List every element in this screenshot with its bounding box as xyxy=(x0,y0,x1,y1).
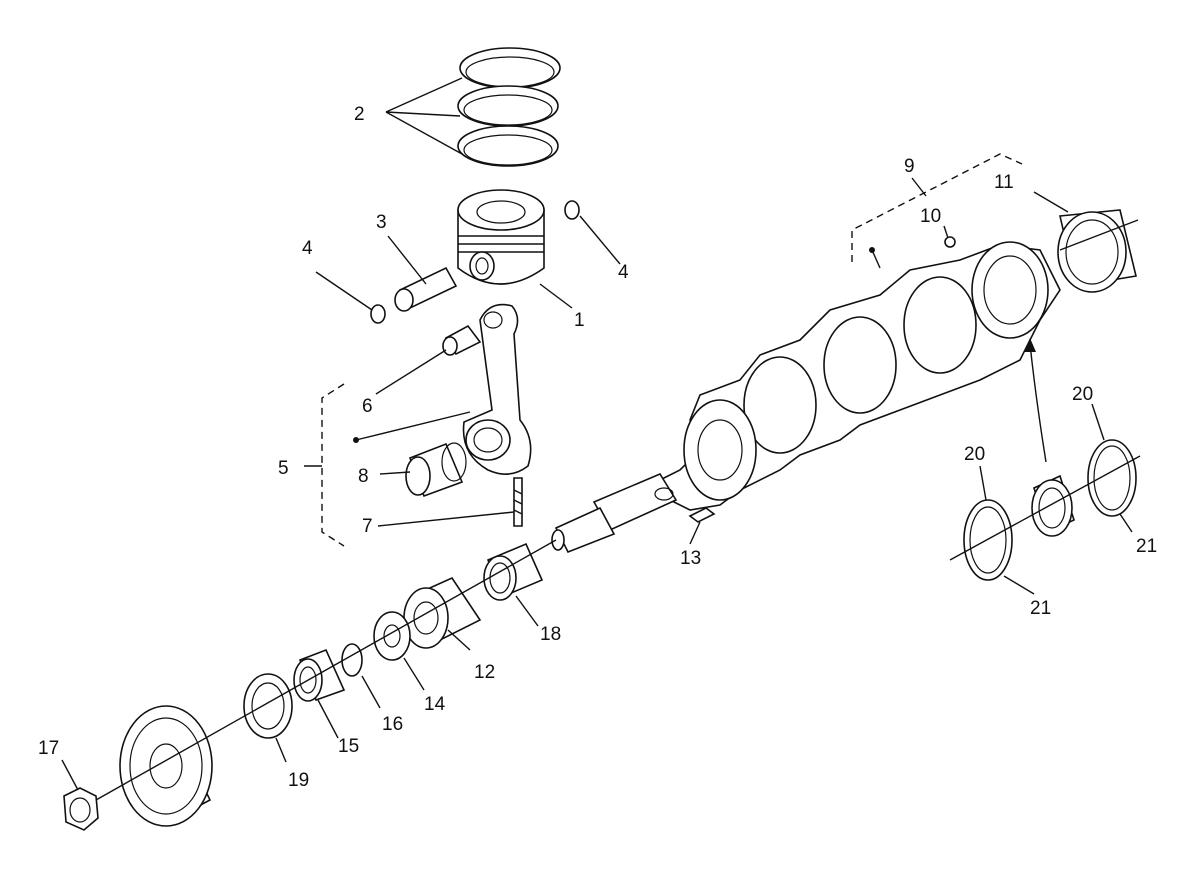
callout-16: 16 xyxy=(382,714,403,735)
callout-4-right: 4 xyxy=(618,262,629,283)
connecting-rod-bracket xyxy=(321,383,345,547)
front-oil-seal xyxy=(243,673,293,739)
installation-arrow xyxy=(1029,343,1047,463)
connecting-rod-bolt xyxy=(513,477,523,527)
callout-20-right: 20 xyxy=(1072,384,1093,405)
callout-3: 3 xyxy=(376,212,387,233)
spacer xyxy=(293,648,346,702)
callout-12: 12 xyxy=(474,662,495,683)
crankshaft-gear xyxy=(403,576,482,649)
callout-15: 15 xyxy=(338,736,359,757)
main-bearing-thrust xyxy=(1031,474,1075,537)
callout-20-left: 20 xyxy=(964,444,985,465)
rear-oil-seal xyxy=(1057,209,1137,293)
piston-rings xyxy=(457,47,561,167)
callout-21-right: 21 xyxy=(1136,536,1157,557)
callout-14: 14 xyxy=(424,694,446,715)
callout-1: 1 xyxy=(574,310,585,331)
callout-6: 6 xyxy=(362,396,373,417)
leader-lines xyxy=(61,77,1133,791)
woodruff-key xyxy=(688,507,716,523)
thrust-washer-left xyxy=(963,499,1013,581)
callout-21-left: 21 xyxy=(1030,598,1051,619)
crankshaft xyxy=(551,241,1061,554)
crankshaft-pulley xyxy=(119,705,213,827)
callout-5: 5 xyxy=(278,458,289,479)
washer xyxy=(373,611,411,661)
callout-2: 2 xyxy=(354,104,365,125)
pulley-nut xyxy=(63,787,99,831)
callout-13: 13 xyxy=(680,548,701,569)
thrust-washer-right xyxy=(1087,439,1137,517)
callout-9: 9 xyxy=(904,156,915,177)
snap-ring-left xyxy=(370,304,386,324)
small-end-bushing xyxy=(442,324,482,356)
oil-plug xyxy=(944,236,956,248)
connecting-rod xyxy=(462,303,532,475)
callout-19: 19 xyxy=(288,770,309,791)
piston xyxy=(457,189,545,285)
piston-pin xyxy=(394,266,458,312)
crankshaft-bracket xyxy=(851,153,1023,262)
callout-11: 11 xyxy=(994,172,1014,193)
callout-7: 7 xyxy=(362,516,373,537)
callout-10: 10 xyxy=(920,206,941,227)
assembly-axis xyxy=(95,539,557,801)
callout-18: 18 xyxy=(540,624,561,645)
big-end-bearing xyxy=(405,442,467,498)
callout-labels: 2 3 4 4 1 6 5 8 7 9 10 11 13 18 12 14 16… xyxy=(38,104,1157,791)
callout-4-left: 4 xyxy=(302,238,313,259)
snap-ring-right xyxy=(564,200,580,220)
callout-17: 17 xyxy=(38,738,59,759)
callout-8: 8 xyxy=(358,466,369,487)
